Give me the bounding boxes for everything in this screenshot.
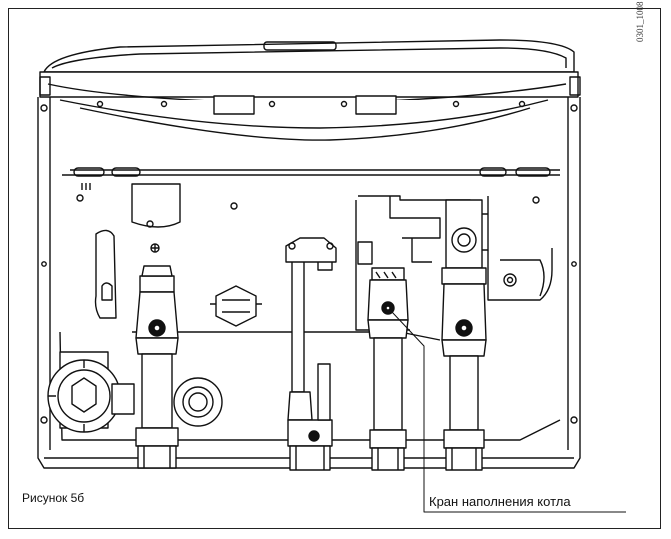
drain-fitting bbox=[173, 377, 223, 427]
gas-pipe bbox=[285, 237, 337, 471]
left-slot bbox=[94, 229, 117, 319]
boiler-top-cover bbox=[39, 39, 581, 141]
callout-leader bbox=[391, 311, 626, 513]
drawing-code: 0301_1008 bbox=[635, 1, 645, 43]
left-pump-cap bbox=[47, 351, 135, 433]
center-hex-nut bbox=[210, 285, 262, 327]
fill-valve-label: Кран наполнения котла bbox=[429, 494, 571, 509]
right-valve-assembly bbox=[441, 199, 487, 471]
fill-valve bbox=[367, 267, 409, 471]
figure-caption: Рисунок 5б bbox=[22, 491, 85, 505]
left-valve-assembly bbox=[135, 243, 179, 469]
